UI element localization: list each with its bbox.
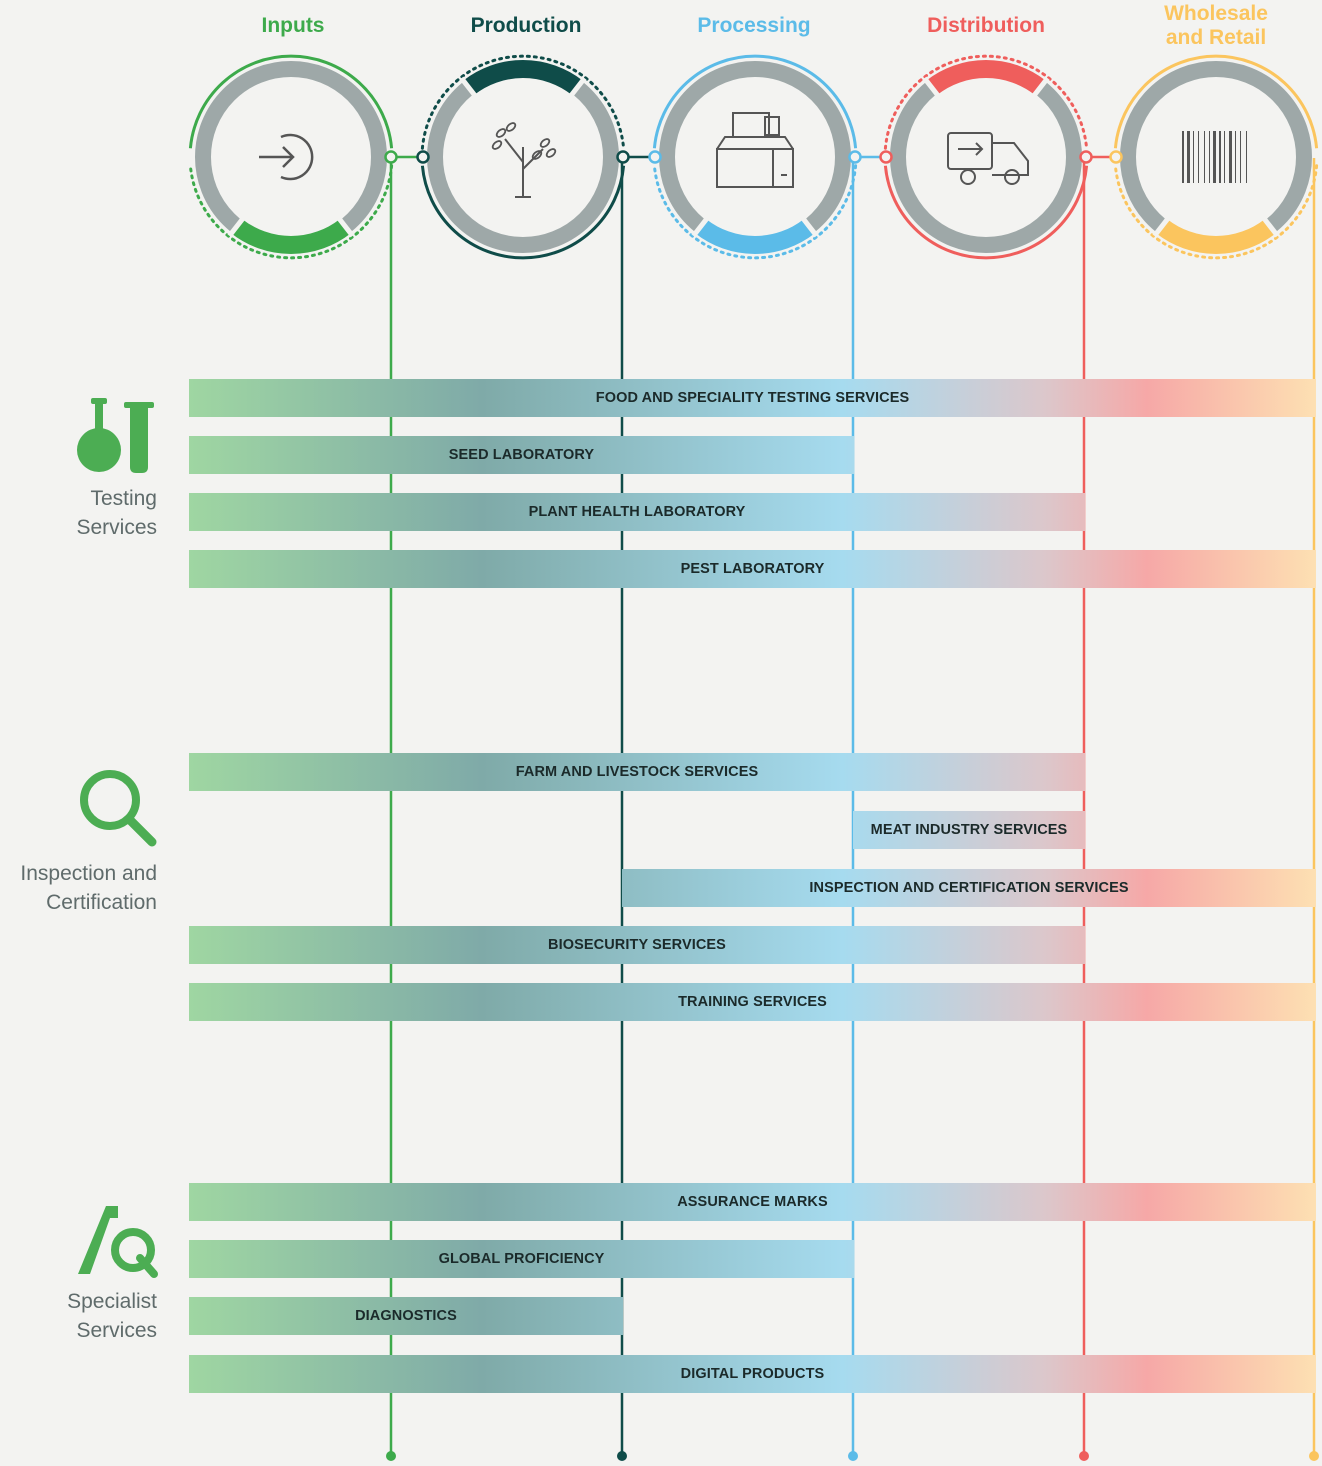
service-bar-label: BIOSECURITY SERVICES	[548, 937, 726, 953]
service-bar: DIGITAL PRODUCTS	[189, 1355, 1316, 1393]
service-bar: GLOBAL PROFICIENCY	[189, 1240, 854, 1278]
service-bar: BIOSECURITY SERVICES	[189, 926, 1085, 964]
stage-title-wholesale-retail: Wholesale and Retail	[1106, 2, 1322, 50]
aq-logo-icon	[78, 1206, 158, 1278]
service-bar-label: DIAGNOSTICS	[355, 1308, 457, 1324]
service-bar: FOOD AND SPECIALITY TESTING SERVICES	[189, 379, 1316, 417]
stage-title-production: Production	[470, 14, 582, 37]
login-arrow-icon	[259, 133, 314, 181]
stage-line-end-dot	[1309, 1451, 1319, 1461]
service-bar-label: FARM AND LIVESTOCK SERVICES	[515, 764, 759, 780]
group-label-line: Testing	[90, 487, 157, 510]
stage-line-end-dot	[617, 1451, 627, 1461]
group-label-testing-services: Testing Services	[76, 484, 157, 542]
group-label-line: Certification	[46, 891, 157, 914]
service-bar: DIAGNOSTICS	[189, 1297, 623, 1335]
stage-title-distribution: Distribution	[927, 14, 1045, 37]
test-tube-flask-icon	[77, 398, 154, 473]
service-bar: INSPECTION AND CERTIFICATION SERVICES	[622, 869, 1316, 907]
stage-title-inputs: Inputs	[261, 14, 325, 37]
stage-title-line: Wholesale	[1164, 2, 1268, 25]
service-bar-label: PEST LABORATORY	[680, 561, 825, 577]
service-bar-label: DIGITAL PRODUCTS	[680, 1366, 825, 1382]
service-bar-label: SEED LABORATORY	[448, 447, 595, 463]
service-bar: PLANT HEALTH LABORATORY	[189, 493, 1085, 531]
service-bar-label: INSPECTION AND CERTIFICATION SERVICES	[809, 880, 1129, 896]
service-bar: FARM AND LIVESTOCK SERVICES	[189, 753, 1085, 791]
service-bar: SEED LABORATORY	[189, 436, 854, 474]
magnifier-icon	[80, 770, 157, 847]
service-bar: ASSURANCE MARKS	[189, 1183, 1316, 1221]
service-bar: TRAINING SERVICES	[189, 983, 1316, 1021]
group-label-line: Services	[76, 1319, 157, 1342]
group-label-specialist-services: Specialist Services	[67, 1287, 157, 1345]
group-label-line: Specialist	[67, 1290, 157, 1313]
packaging-boxes-icon	[716, 112, 794, 188]
service-bar: MEAT INDUSTRY SERVICES	[853, 811, 1085, 849]
stage-line-end-dot	[848, 1451, 858, 1461]
service-bar: PEST LABORATORY	[189, 550, 1316, 588]
stage-title-processing: Processing	[697, 14, 811, 37]
delivery-truck-icon	[947, 132, 1029, 185]
barcode-icon	[1182, 131, 1247, 183]
stage-line-end-dot	[386, 1451, 396, 1461]
service-bar-label: ASSURANCE MARKS	[677, 1194, 828, 1210]
stage-circle	[420, 54, 626, 260]
service-bar-label: PLANT HEALTH LABORATORY	[528, 504, 746, 520]
stage-line-end-dot	[1079, 1451, 1089, 1461]
stage-circle	[1113, 54, 1319, 260]
group-label-line: Inspection and	[20, 862, 157, 885]
stage-title-line: and Retail	[1165, 26, 1267, 49]
service-bar-label: FOOD AND SPECIALITY TESTING SERVICES	[595, 390, 910, 406]
service-bar-label: MEAT INDUSTRY SERVICES	[870, 822, 1068, 838]
plant-sprout-icon	[491, 122, 557, 198]
service-bar-label: GLOBAL PROFICIENCY	[438, 1251, 605, 1267]
service-bar-label: TRAINING SERVICES	[678, 994, 827, 1010]
stage-circle	[883, 54, 1089, 260]
stage-connectors	[384, 150, 1123, 164]
stage-circle	[652, 54, 858, 260]
group-label-inspection-certification: Inspection and Certification	[20, 859, 157, 917]
stage-circle	[188, 54, 394, 260]
group-label-line: Services	[76, 516, 157, 539]
